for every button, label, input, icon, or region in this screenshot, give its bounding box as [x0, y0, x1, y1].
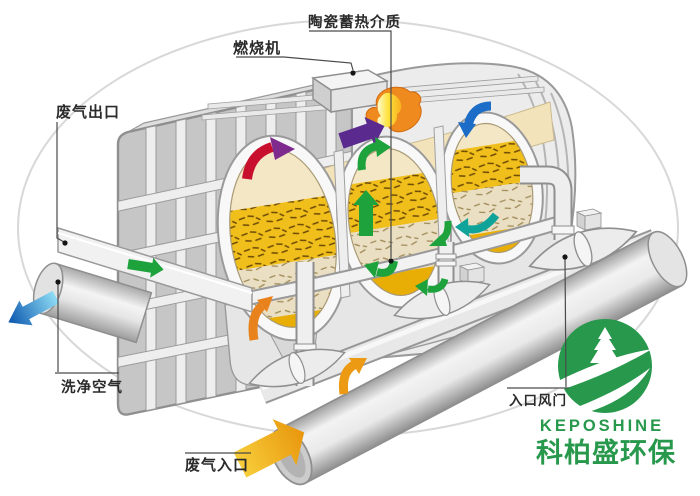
- anchor-dot-burner: [350, 70, 356, 76]
- anchor-dot-exhaust-outlet: [62, 240, 68, 246]
- cube-top: [458, 262, 486, 271]
- flow-arrow-orange-left: [248, 296, 273, 341]
- leader-exhaust-outlet: [56, 122, 65, 243]
- stem-flange: [435, 260, 457, 267]
- arrow-shape: [233, 419, 305, 478]
- flow-arrow-teal-curve: [455, 212, 500, 237]
- burner-flame-icon: [365, 86, 422, 133]
- arrow-band: [375, 260, 398, 277]
- flame-inner: [377, 92, 402, 128]
- flow-arrow-green-curve-valve: [415, 277, 449, 296]
- flow-arrow-green-curve-top: [357, 137, 391, 171]
- flow-arrow-purple: [338, 117, 385, 149]
- label-exhaust-inlet: 废气入口: [185, 456, 249, 474]
- leader-ceramic-media: [309, 30, 392, 258]
- leader-lines: [55, 30, 569, 454]
- cube-top: [575, 208, 603, 217]
- pine-tree-icon: [590, 327, 620, 371]
- burner-box-top: [311, 69, 390, 91]
- elbow-pipe: [520, 167, 571, 240]
- cage-bar-v: [175, 118, 187, 406]
- arrow-band: [357, 142, 379, 171]
- flow-arrow-clean-air-out: [8, 290, 60, 326]
- arrow-head: [349, 358, 367, 374]
- flow-arrow-orange-mid: [339, 358, 367, 395]
- label-inlet-damper: 入口风门: [509, 392, 567, 408]
- damper-valve-right: [528, 227, 638, 271]
- label-exhaust-outlet: 废气出口: [56, 103, 120, 121]
- frame-post: [333, 149, 351, 299]
- arrow-head: [270, 137, 295, 160]
- anchor-dot-ceramic: [388, 258, 394, 264]
- arrow-band: [427, 277, 449, 293]
- arrow-shape: [338, 117, 385, 149]
- elbow-collar: [551, 225, 575, 235]
- front-rim-band: [248, 216, 564, 304]
- flow-arrow-duct: [127, 257, 164, 278]
- arrow-shape: [8, 290, 60, 326]
- arrow-head: [429, 233, 447, 246]
- arrow-band: [248, 302, 266, 341]
- lower-bed: [452, 180, 539, 237]
- arrow-band: [339, 361, 357, 395]
- anchor-dot-inlet-damper: [562, 254, 568, 260]
- arrow-head: [257, 296, 273, 312]
- arrow-band: [463, 101, 492, 128]
- flange-cube: [575, 208, 603, 231]
- flange-cube: [458, 262, 486, 285]
- arrow-head: [364, 261, 379, 278]
- arrow-head: [458, 122, 476, 138]
- label-burner: 燃烧机: [233, 39, 281, 57]
- stem-flange: [435, 253, 457, 260]
- label-ceramic-media: 陶瓷蓄热介质: [308, 13, 401, 31]
- burner-box: [311, 69, 390, 114]
- cage-bar-v: [205, 111, 217, 399]
- valve-stem-right-elbow: [520, 165, 575, 240]
- ceramic-bed: [226, 195, 339, 271]
- leader-burner: [236, 56, 354, 71]
- logo: [556, 319, 652, 415]
- arrow-shape: [353, 190, 379, 236]
- arrow-band: [467, 212, 500, 234]
- logo-company-name: 科柏盛环保: [536, 438, 676, 468]
- damper-valve-left: [248, 348, 346, 388]
- logo-brand-name: KEPOSHINE: [540, 417, 664, 435]
- leader-clean-air: [55, 284, 119, 374]
- inlet-pipe-endcap: [647, 230, 688, 288]
- flow-arrow-red-curve: [242, 137, 295, 180]
- arrow-head: [375, 137, 391, 157]
- flow-arrow-green-curve-mid: [429, 220, 452, 246]
- ceramic-bed: [445, 139, 532, 194]
- flow-arrow-green-up: [353, 190, 379, 236]
- leader-inlet-damper: [507, 258, 569, 389]
- anchor-dot-clean-air: [55, 279, 61, 285]
- flow-arrow-green-curve-low: [364, 260, 398, 278]
- arrow-head: [415, 279, 428, 296]
- arrow-band: [242, 142, 274, 180]
- flow-arrow-blue-curve: [458, 101, 492, 138]
- label-clean-air: 洗净空气: [61, 378, 123, 396]
- arrow-shape: [127, 257, 164, 278]
- logo-swoosh: [570, 368, 650, 415]
- flow-arrow-waste-inlet: [233, 419, 305, 478]
- arrow-head: [455, 218, 469, 237]
- valve-disc: [288, 352, 306, 384]
